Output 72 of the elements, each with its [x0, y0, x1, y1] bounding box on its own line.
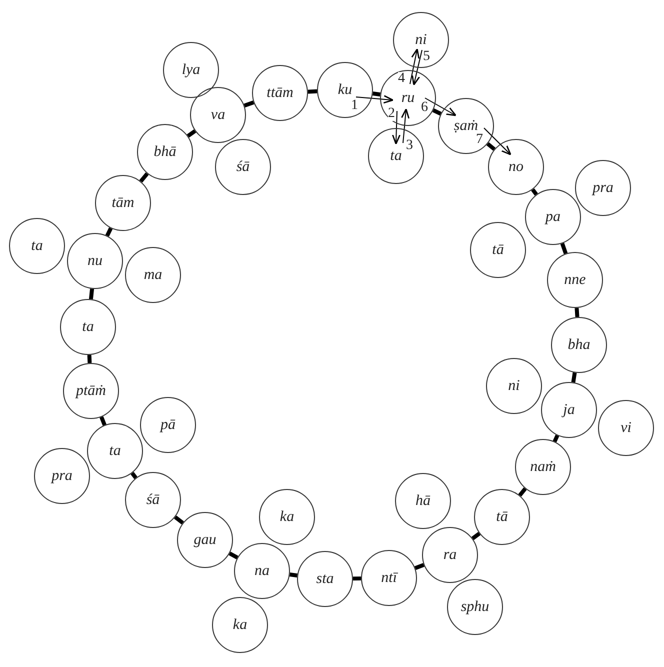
joint-mark	[486, 142, 496, 151]
syllable-text: nu	[88, 254, 102, 268]
joint-mark	[130, 472, 138, 480]
syllable-text: na	[254, 564, 270, 578]
arrow	[484, 128, 512, 156]
joint-mark	[105, 227, 113, 237]
syllable-text: bhā	[154, 144, 176, 160]
syllable-text: ka	[280, 510, 294, 524]
syllable-text: ru	[401, 90, 415, 106]
syllable-text: ttām	[266, 86, 294, 100]
joint-mark	[574, 308, 580, 318]
joint-mark	[290, 572, 298, 578]
syllable-text: vi	[620, 420, 632, 436]
joint-mark	[471, 532, 481, 540]
joint-mark	[88, 288, 94, 300]
joint-mark	[139, 172, 149, 183]
arrow	[401, 108, 410, 144]
joint-mark	[531, 188, 538, 196]
syllable-text: sta	[316, 572, 334, 586]
syllable-text: ntī	[381, 570, 397, 586]
joint-mark	[244, 100, 254, 108]
arrow	[410, 48, 420, 84]
syllable-text: ni	[415, 32, 427, 48]
joint-mark	[414, 563, 424, 570]
edge-label: 2	[388, 107, 395, 121]
syllable-text: hā	[416, 494, 430, 508]
syllable-text: ta	[31, 238, 43, 254]
syllable-text: tā	[492, 242, 504, 258]
joint-mark	[518, 487, 527, 497]
joint-mark	[372, 92, 380, 96]
syllable-text: ta	[82, 320, 94, 334]
syllable-text: ja	[563, 402, 575, 418]
syllable-text: ṣaṁ	[454, 118, 478, 134]
joint-mark	[552, 434, 560, 442]
joint-mark	[571, 372, 577, 383]
joint-mark	[186, 129, 196, 138]
syllable-text: ptāṁ	[76, 384, 106, 398]
syllable-text: ta	[390, 148, 402, 164]
syllable-text: no	[508, 160, 524, 174]
arrow	[356, 95, 394, 104]
syllable-text: tā	[496, 510, 508, 524]
joint-mark	[228, 552, 238, 560]
joint-mark	[352, 576, 362, 581]
joint-mark	[174, 515, 184, 525]
syllable-text: pra	[592, 180, 614, 196]
syllable-text: ma	[144, 268, 162, 282]
syllable-text: śā	[236, 160, 250, 174]
joint-mark	[560, 242, 568, 254]
syllable-text: bha	[568, 338, 590, 352]
syllable-text: lya	[182, 62, 200, 78]
syllable-text: nne	[564, 272, 586, 288]
joint-mark	[432, 108, 442, 116]
joint-mark	[87, 354, 92, 364]
syllable-text: ka	[232, 618, 248, 632]
syllable-text: ra	[443, 548, 457, 562]
syllable-text: gau	[194, 532, 216, 548]
arrow	[392, 110, 401, 145]
syllable-text: pa	[546, 210, 560, 224]
syllable-text: pā	[160, 418, 176, 432]
syllable-text: sphu	[460, 600, 490, 614]
syllable-text: tām	[112, 196, 134, 210]
syllable-text: ta	[109, 444, 121, 458]
arrow	[424, 98, 456, 116]
syllable-text: naṁ	[530, 460, 556, 474]
syllable-text: ku	[338, 82, 352, 98]
joint-mark	[308, 89, 318, 94]
syllable-text: va	[210, 108, 226, 122]
arrow	[412, 50, 422, 86]
syllable-text: ni	[508, 378, 520, 394]
syllable-text: śā	[146, 492, 160, 508]
syllable-text: pra	[52, 468, 72, 484]
joint-mark	[100, 416, 106, 426]
